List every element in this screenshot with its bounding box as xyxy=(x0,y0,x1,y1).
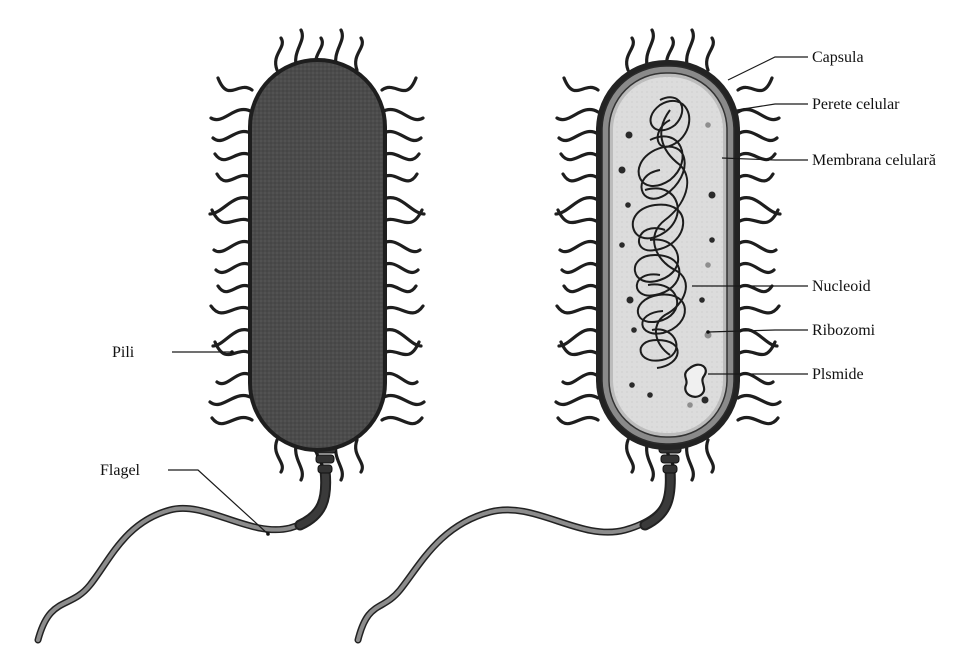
pilus xyxy=(211,110,252,120)
pilus xyxy=(738,396,780,405)
ribosome-dot xyxy=(619,167,626,174)
pilus xyxy=(216,264,252,273)
ribosome-dot xyxy=(647,392,653,398)
pilus xyxy=(212,417,252,423)
pilus xyxy=(559,132,598,141)
pilus xyxy=(556,198,598,214)
ribosome-dot xyxy=(709,237,715,243)
pilus xyxy=(559,330,598,346)
pilus xyxy=(382,374,417,384)
pilus xyxy=(382,285,416,291)
pilus xyxy=(561,153,598,159)
pilus xyxy=(382,264,418,273)
pilus xyxy=(627,440,634,472)
pilus xyxy=(356,440,363,472)
ribosome-dot xyxy=(631,327,637,333)
pilus xyxy=(382,174,417,181)
pilus xyxy=(556,396,598,405)
pilus xyxy=(738,110,779,120)
pilus xyxy=(738,242,776,252)
pilus xyxy=(560,242,598,252)
label-capsula: Capsula xyxy=(812,49,864,66)
pilus xyxy=(382,242,420,252)
pilus xyxy=(563,374,598,384)
pilus xyxy=(558,417,598,423)
ribosome-dot xyxy=(625,202,631,208)
label-membrana-celulara: Membrana celulară xyxy=(812,152,936,169)
pilus xyxy=(214,242,252,252)
pilus xyxy=(218,285,252,291)
label-perete-celular: Perete celular xyxy=(812,96,900,113)
bacterium-section xyxy=(358,30,780,640)
pilus xyxy=(210,396,252,405)
ribosome-dot xyxy=(687,402,693,408)
pilus xyxy=(738,374,773,384)
pilus xyxy=(382,417,422,423)
pilus xyxy=(382,110,423,120)
pilus xyxy=(213,132,252,141)
pilus xyxy=(382,330,421,346)
pilus xyxy=(738,264,774,273)
pilus xyxy=(382,153,419,159)
pilus xyxy=(210,198,252,214)
ribosome-dot xyxy=(626,132,633,139)
bacterium-external xyxy=(38,30,424,640)
cytoplasm xyxy=(613,77,723,433)
pilus xyxy=(738,417,778,423)
pilus xyxy=(738,174,773,181)
pilus xyxy=(738,330,777,346)
pilus xyxy=(563,174,598,181)
pilus xyxy=(213,330,252,346)
flagellum-right xyxy=(358,445,681,640)
pilus xyxy=(211,306,252,313)
label-flagel: Flagel xyxy=(100,462,141,479)
pilus xyxy=(564,285,598,291)
pilus xyxy=(276,38,283,70)
ribosome-dot xyxy=(627,297,634,304)
pilus xyxy=(217,374,252,384)
pilus xyxy=(738,78,772,91)
pilus xyxy=(382,78,416,91)
pilus xyxy=(738,306,779,313)
pilus xyxy=(707,440,714,472)
pilus xyxy=(382,198,424,214)
pilus xyxy=(382,306,423,313)
ribosome-dot xyxy=(705,122,711,128)
label-plasmide: Plsmide xyxy=(812,366,864,383)
plasmid xyxy=(685,365,706,397)
ribosome-dot xyxy=(709,192,716,199)
ribosome-dot xyxy=(619,242,625,248)
label-pili: Pili xyxy=(112,344,135,361)
pilus xyxy=(218,78,252,91)
label-ribozomi: Ribozomi xyxy=(812,322,876,339)
pilus xyxy=(382,396,424,405)
pilus xyxy=(738,132,777,141)
pilus xyxy=(707,38,714,70)
ribosome-dot xyxy=(699,297,705,303)
cell-body-external xyxy=(250,60,385,450)
pilus xyxy=(557,306,598,313)
pilus xyxy=(564,78,598,91)
flagellum-left xyxy=(38,445,336,640)
label-nucleoid: Nucleoid xyxy=(812,278,871,295)
pilus xyxy=(627,38,634,70)
pilus xyxy=(276,440,283,472)
pilus xyxy=(562,264,598,273)
ribosome-dot xyxy=(629,382,635,388)
ribosome-dot xyxy=(702,397,709,404)
pilus xyxy=(215,153,252,159)
pilus xyxy=(738,198,780,214)
pilus xyxy=(217,174,252,181)
pilus xyxy=(356,38,363,70)
ribosome-dot xyxy=(705,262,711,268)
pilus xyxy=(557,110,598,120)
pilus xyxy=(382,132,421,141)
